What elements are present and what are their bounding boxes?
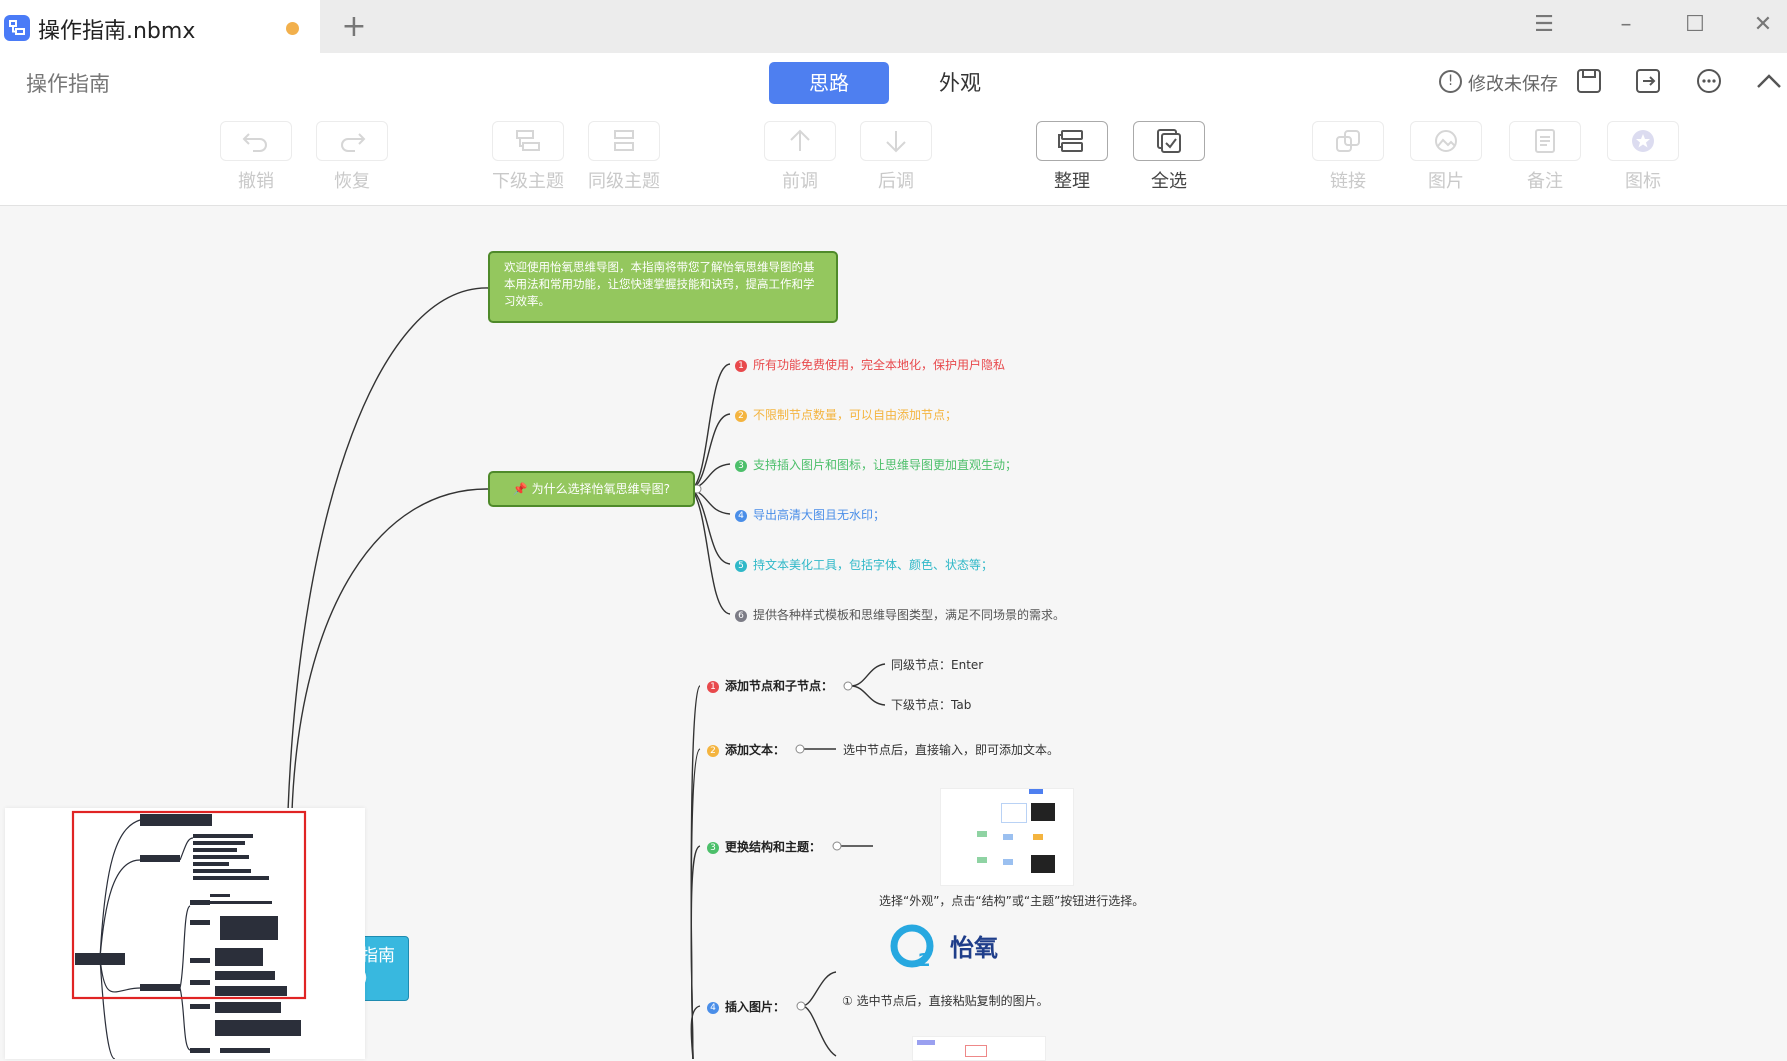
theme-preview-image[interactable] xyxy=(940,788,1074,886)
select-all-icon xyxy=(1133,121,1205,161)
svg-text:2: 2 xyxy=(918,950,931,971)
sibling-topic-label: 同级主题 xyxy=(588,171,660,192)
arrange-button[interactable]: 整理 xyxy=(1034,121,1110,193)
tab-appearance[interactable]: 外观 xyxy=(939,71,981,95)
howto-sibling-shortcut[interactable]: 同级节点：Enter xyxy=(891,658,984,672)
save-icon[interactable] xyxy=(1575,67,1603,95)
preview-tab xyxy=(1029,789,1043,794)
redo-icon xyxy=(316,121,388,161)
arrange-icon xyxy=(1036,121,1108,161)
document-tab[interactable]: 操作指南.nbmx xyxy=(0,0,320,53)
image-icon xyxy=(1410,121,1482,161)
move-down-icon xyxy=(860,121,932,161)
preview-card xyxy=(1031,803,1055,821)
preview-card xyxy=(1031,855,1055,873)
preview-card xyxy=(1001,803,1027,823)
minimize-button[interactable]: – xyxy=(1620,12,1632,37)
screenshot-bar xyxy=(917,1040,935,1045)
move-up-label: 前调 xyxy=(782,171,818,192)
preview-card xyxy=(1003,859,1013,865)
icon-label: 图标 xyxy=(1625,171,1661,192)
app-logo-icon xyxy=(4,15,30,41)
tab-ideas[interactable]: 思路 xyxy=(769,62,889,104)
why-node[interactable]: 📌 为什么选择怡氧思维导图? xyxy=(488,471,695,507)
minimap-viewport[interactable] xyxy=(71,810,307,1000)
howto-structure-detail[interactable]: 选择“外观”，点击“结构”或“主题”按钮进行选择。 xyxy=(879,894,1145,908)
yiyang-logo-text: 怡氧 xyxy=(950,934,998,962)
move-up-button[interactable]: 前调 xyxy=(762,121,838,193)
screenshot-image[interactable] xyxy=(912,1036,1046,1061)
mindmap-canvas[interactable]: 欢迎使用怡氧思维导图，本指南将带您了解怡氧思维导图的基本用法和常用功能，让您快速… xyxy=(0,206,1787,1061)
connector-lines xyxy=(287,287,886,1059)
close-button[interactable]: ✕ xyxy=(1753,12,1773,37)
preview-card xyxy=(1003,834,1013,840)
intro-node[interactable]: 欢迎使用怡氧思维导图，本指南将带您了解怡氧思维导图的基本用法和常用功能，让您快速… xyxy=(488,251,838,323)
move-down-button[interactable]: 后调 xyxy=(858,121,934,193)
preview-card xyxy=(977,857,987,863)
minimap-preview xyxy=(71,810,307,1059)
undo-icon xyxy=(220,121,292,161)
child-topic-button[interactable]: 下级主题 xyxy=(490,121,566,193)
icon-button[interactable]: 图标 xyxy=(1605,121,1681,193)
child-topic-icon xyxy=(492,121,564,161)
note-icon xyxy=(1509,121,1581,161)
undo-label: 撤销 xyxy=(238,171,274,192)
select-all-label: 全选 xyxy=(1151,171,1187,192)
screenshot-box xyxy=(965,1045,987,1057)
menu-icon[interactable]: ☰ xyxy=(1534,12,1554,37)
document-title: 操作指南 xyxy=(26,72,110,96)
new-tab-button[interactable]: + xyxy=(341,9,367,44)
sibling-topic-icon xyxy=(588,121,660,161)
note-label: 备注 xyxy=(1527,171,1563,192)
arrange-label: 整理 xyxy=(1054,171,1090,192)
yiyang-logo-icon: 2 xyxy=(890,924,934,971)
why-label: 📌 为什么选择怡氧思维导图? xyxy=(512,482,671,496)
save-status: 修改未保存 xyxy=(1468,74,1558,95)
link-icon xyxy=(1312,121,1384,161)
sibling-topic-button[interactable]: 同级主题 xyxy=(586,121,662,193)
howto-child-shortcut[interactable]: 下级节点：Tab xyxy=(891,698,972,712)
unsaved-indicator xyxy=(286,22,299,35)
export-icon[interactable] xyxy=(1634,67,1662,95)
link-button[interactable]: 链接 xyxy=(1310,121,1386,193)
child-topic-label: 下级主题 xyxy=(492,171,564,192)
collapse-icon[interactable] xyxy=(1755,67,1783,95)
maximize-button[interactable]: ☐ xyxy=(1685,12,1705,37)
redo-label: 恢复 xyxy=(334,171,370,192)
redo-button[interactable]: 恢复 xyxy=(314,121,390,193)
star-icon xyxy=(1607,121,1679,161)
more-icon[interactable] xyxy=(1695,67,1723,95)
tab-title: 操作指南.nbmx xyxy=(38,19,196,44)
image-button[interactable]: 图片 xyxy=(1408,121,1484,193)
move-up-icon xyxy=(764,121,836,161)
undo-button[interactable]: 撤销 xyxy=(218,121,294,193)
move-down-label: 后调 xyxy=(878,171,914,192)
preview-card xyxy=(977,831,987,837)
image-label: 图片 xyxy=(1428,171,1464,192)
link-label: 链接 xyxy=(1330,171,1366,192)
warning-icon: ! xyxy=(1439,70,1462,93)
intro-text: 欢迎使用怡氧思维导图，本指南将带您了解怡氧思维导图的基本用法和常用功能，让您快速… xyxy=(504,260,815,308)
header: 操作指南 思路 外观 ! 修改未保存 撤销 恢复 下级主题 同级主题 前调 后调 xyxy=(0,53,1787,206)
yiyang-logo[interactable]: 2 怡氧 xyxy=(890,922,1016,974)
minimap[interactable] xyxy=(5,808,365,1059)
note-button[interactable]: 备注 xyxy=(1507,121,1583,193)
preview-card xyxy=(1033,834,1043,840)
howto-add-text-detail[interactable]: 选中节点后，直接输入，即可添加文本。 xyxy=(843,743,1060,757)
select-all-button[interactable]: 全选 xyxy=(1131,121,1207,193)
howto-insert-image-detail[interactable]: ① 选中节点后，直接粘贴复制的图片。 xyxy=(842,994,1049,1008)
tab-bar: 操作指南.nbmx + ☰ – ☐ ✕ xyxy=(0,0,1787,53)
